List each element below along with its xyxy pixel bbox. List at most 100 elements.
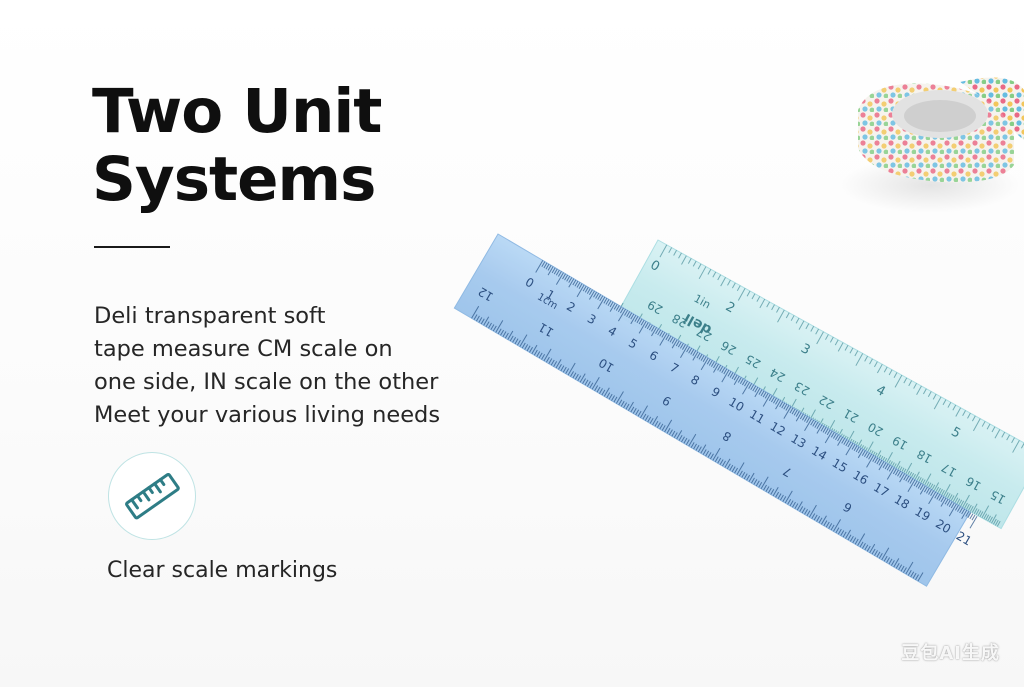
washi-tape-roll xyxy=(840,77,1024,213)
ruler-number: 10 xyxy=(726,395,746,415)
ruler-tick xyxy=(789,500,794,507)
ruler-tick xyxy=(874,361,878,368)
ruler-tick xyxy=(886,557,891,563)
ruler-tick xyxy=(954,504,959,511)
ruler-tick xyxy=(763,484,767,491)
feature-label: Clear scale markings xyxy=(107,558,338,583)
ruler-tick xyxy=(956,498,961,505)
ruler-tick xyxy=(1006,434,1011,441)
ruler-tick xyxy=(903,567,907,573)
ruler-tick xyxy=(779,401,784,408)
ruler-tick xyxy=(878,461,885,471)
ai-watermark: 豆包AI生成 xyxy=(901,643,1000,664)
ruler-tick xyxy=(758,481,763,488)
ruler-tick xyxy=(972,418,981,432)
ruler-tick xyxy=(659,423,664,430)
ruler-tick xyxy=(553,361,558,367)
ruler-tick xyxy=(789,407,794,414)
ruler-tick xyxy=(676,430,683,440)
ruler-tick xyxy=(820,425,825,432)
ruler-tick xyxy=(864,544,869,551)
ruler-tick xyxy=(626,311,631,317)
ruler-tick xyxy=(954,497,959,504)
ruler-tick xyxy=(775,491,780,498)
ruler-tick xyxy=(611,395,615,401)
ruler-tick xyxy=(938,495,943,501)
ruler-tick xyxy=(483,316,490,326)
ruler-tick xyxy=(794,503,799,509)
ruler-tick xyxy=(721,367,726,374)
ruler-tick xyxy=(854,350,859,357)
ruler-tick xyxy=(810,419,815,426)
ruler-tick xyxy=(570,371,574,377)
ruler-number: 14 xyxy=(809,443,829,463)
ruler-tick xyxy=(837,528,842,535)
ruler-number: 24 xyxy=(768,365,788,385)
ruler-tick xyxy=(726,463,731,470)
ruler-tick xyxy=(656,422,661,428)
ruler-tick xyxy=(675,340,680,347)
ruler-tick xyxy=(593,291,598,298)
ruler-tick xyxy=(959,507,964,514)
ruler-tick xyxy=(857,447,862,454)
ruler-tick xyxy=(636,317,641,324)
ruler-tick xyxy=(722,460,726,467)
ruler-tick xyxy=(736,462,745,475)
ruler-tick xyxy=(816,331,824,345)
description-line-1: Deli transparent soft xyxy=(94,303,326,329)
ruler-tick xyxy=(890,560,895,566)
ruler-number: 18 xyxy=(914,447,934,467)
ruler-tick xyxy=(861,543,866,549)
ruler-tick xyxy=(651,327,657,337)
ruler-tick xyxy=(835,434,839,441)
ruler-tick xyxy=(776,307,780,313)
ruler-number: 13 xyxy=(788,431,808,451)
ruler-tick xyxy=(697,263,702,270)
ruler-tick xyxy=(768,395,773,402)
ruler-tick xyxy=(886,467,895,480)
ruler-tick xyxy=(913,383,917,389)
ruler-tick xyxy=(760,390,765,397)
ruler-tick xyxy=(863,451,868,458)
ruler-tick xyxy=(666,427,671,434)
ruler-tick xyxy=(947,402,952,408)
ruler-tick xyxy=(994,519,999,526)
ruler-tick xyxy=(648,324,653,331)
ruler-tick xyxy=(597,296,606,310)
ruler-tick xyxy=(746,474,751,481)
title-line-1: Two Unit xyxy=(92,76,382,147)
ruler-tick xyxy=(818,517,823,524)
ruler-tick xyxy=(687,258,692,264)
ruler-tick xyxy=(933,482,940,492)
ruler-tick xyxy=(926,487,930,494)
ruler-tick xyxy=(502,331,507,337)
ruler-tick xyxy=(781,402,786,409)
ruler-tick xyxy=(962,410,966,416)
ruler-tick xyxy=(664,419,673,433)
ruler-tick xyxy=(599,295,604,302)
ruler-tick xyxy=(922,388,927,395)
ruler-tick xyxy=(582,285,587,292)
ruler-tick xyxy=(729,372,734,378)
ruler-tick xyxy=(731,282,736,289)
ruler-number: 15 xyxy=(830,456,850,476)
ruler-tick xyxy=(799,413,804,420)
ruler-number: 22 xyxy=(816,392,836,412)
ruler-tick xyxy=(808,504,817,518)
ruler-tick xyxy=(936,494,941,500)
ruler-tick xyxy=(558,363,562,370)
ruler-tick xyxy=(709,453,714,460)
ruler-tick xyxy=(748,383,753,389)
ruler-tick xyxy=(640,405,648,418)
ruler-tick xyxy=(743,473,748,480)
ruler-number: 28 xyxy=(670,311,690,331)
ruler-tick xyxy=(775,400,782,410)
ruler-tick xyxy=(547,266,554,276)
ruler-tick xyxy=(665,334,670,341)
ruler-tick xyxy=(755,480,760,487)
ruler-tick xyxy=(746,290,751,297)
ruler-tick xyxy=(855,446,860,453)
ruler-tick xyxy=(795,412,802,422)
ruler-tick xyxy=(907,476,912,483)
ruler-tick xyxy=(903,377,908,384)
